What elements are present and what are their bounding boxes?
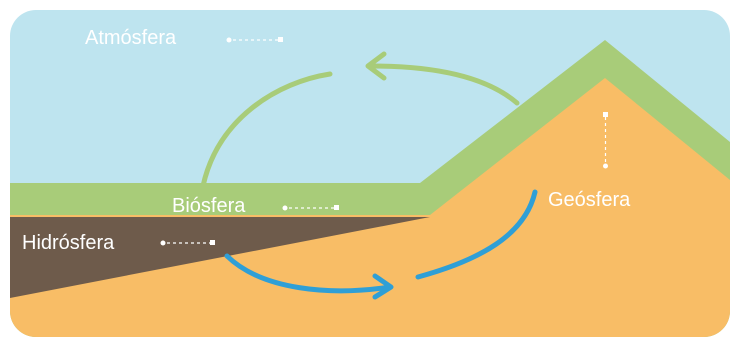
label-hydrosphere: Hidrósfera [22, 232, 115, 254]
label-biosphere: Biósfera [172, 195, 246, 217]
label-atmosphere: Atmósfera [85, 27, 177, 49]
label-geosphere: Geósfera [548, 189, 631, 211]
